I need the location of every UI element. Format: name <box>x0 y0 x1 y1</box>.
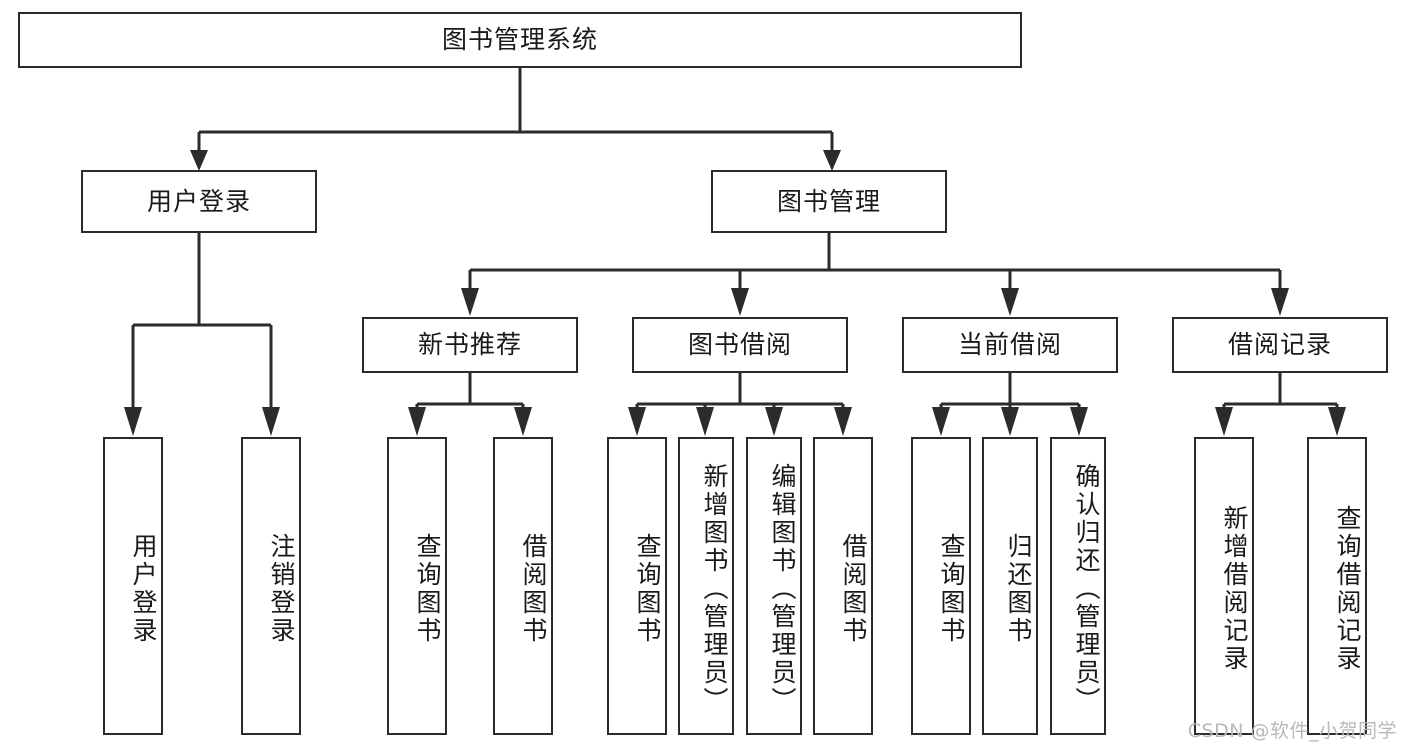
node-leaf-add-book-admin-label: 新增图书（管理员） <box>700 463 729 715</box>
arrowhead-leaf2 <box>262 407 280 436</box>
node-book-management-label: 图书管理 <box>776 186 881 216</box>
node-leaf-confirm-return-admin[interactable]: 确认归还（管理员） <box>1050 437 1106 735</box>
node-leaf-query-book-3-label: 查询图书 <box>937 533 966 645</box>
node-leaf-borrow-book-1-label: 借阅图书 <box>519 533 548 645</box>
node-borrow-records[interactable]: 借阅记录 <box>1172 317 1388 373</box>
arrowhead-leaf3 <box>408 407 426 436</box>
arrowhead-login <box>190 150 208 171</box>
node-new-book-recommend[interactable]: 新书推荐 <box>362 317 578 373</box>
node-leaf-edit-book-admin[interactable]: 编辑图书（管理员） <box>746 437 802 735</box>
watermark-text: CSDN @软件_小贺同学 <box>1187 720 1397 742</box>
node-leaf-borrow-book-2-label: 借阅图书 <box>839 533 868 645</box>
node-root-label: 图书管理系统 <box>441 25 598 55</box>
node-book-management[interactable]: 图书管理 <box>711 170 947 233</box>
node-leaf-query-book-1[interactable]: 查询图书 <box>387 437 447 735</box>
node-leaf-query-book-3[interactable]: 查询图书 <box>911 437 971 735</box>
node-leaf-add-book-admin[interactable]: 新增图书（管理员） <box>678 437 734 735</box>
arrowhead-leaf5 <box>628 407 646 436</box>
node-leaf-query-book-1-label: 查询图书 <box>413 533 442 645</box>
node-leaf-borrow-book-1[interactable]: 借阅图书 <box>493 437 553 735</box>
arrowhead-leaf4 <box>514 407 532 436</box>
node-book-borrow-label: 图书借阅 <box>687 330 792 360</box>
node-book-borrow[interactable]: 图书借阅 <box>632 317 848 373</box>
node-leaf-edit-book-admin-label: 编辑图书（管理员） <box>768 463 797 715</box>
node-leaf-add-borrow-record-label: 新增借阅记录 <box>1220 505 1249 673</box>
arrowhead-records <box>1271 288 1289 316</box>
node-leaf-add-borrow-record[interactable]: 新增借阅记录 <box>1194 437 1254 735</box>
arrowhead-newbook <box>461 288 479 316</box>
arrowhead-leaf11 <box>1070 407 1088 436</box>
node-leaf-logout-label: 注销登录 <box>267 533 296 645</box>
node-leaf-query-borrow-record-label: 查询借阅记录 <box>1333 505 1362 673</box>
node-new-book-recommend-label: 新书推荐 <box>417 330 522 360</box>
node-leaf-user-login[interactable]: 用户登录 <box>103 437 163 735</box>
node-leaf-query-borrow-record[interactable]: 查询借阅记录 <box>1307 437 1367 735</box>
node-leaf-user-login-label: 用户登录 <box>129 533 158 645</box>
node-leaf-query-book-2[interactable]: 查询图书 <box>607 437 667 735</box>
arrowhead-leaf1 <box>124 407 142 436</box>
arrowhead-leaf10 <box>1001 407 1019 436</box>
arrowhead-leaf6 <box>696 407 714 436</box>
arrowhead-leaf9 <box>932 407 950 436</box>
node-leaf-query-book-2-label: 查询图书 <box>633 533 662 645</box>
node-current-borrow-label: 当前借阅 <box>957 330 1062 360</box>
node-leaf-borrow-book-2[interactable]: 借阅图书 <box>813 437 873 735</box>
node-leaf-return-book[interactable]: 归还图书 <box>982 437 1038 735</box>
node-user-login[interactable]: 用户登录 <box>81 170 317 233</box>
node-leaf-logout[interactable]: 注销登录 <box>241 437 301 735</box>
arrowhead-leaf7 <box>765 407 783 436</box>
arrowhead-leaf8 <box>834 407 852 436</box>
node-leaf-return-book-label: 归还图书 <box>1004 533 1033 645</box>
node-leaf-confirm-return-admin-label: 确认归还（管理员） <box>1072 463 1101 715</box>
arrowhead-borrow <box>731 288 749 316</box>
arrowhead-current <box>1001 288 1019 316</box>
arrowhead-bookmgmt <box>823 150 841 171</box>
node-user-login-label: 用户登录 <box>146 186 251 216</box>
node-current-borrow[interactable]: 当前借阅 <box>902 317 1118 373</box>
arrowhead-leaf13 <box>1328 407 1346 436</box>
node-borrow-records-label: 借阅记录 <box>1227 330 1332 360</box>
node-root[interactable]: 图书管理系统 <box>18 12 1022 68</box>
arrowhead-leaf12 <box>1215 407 1233 436</box>
